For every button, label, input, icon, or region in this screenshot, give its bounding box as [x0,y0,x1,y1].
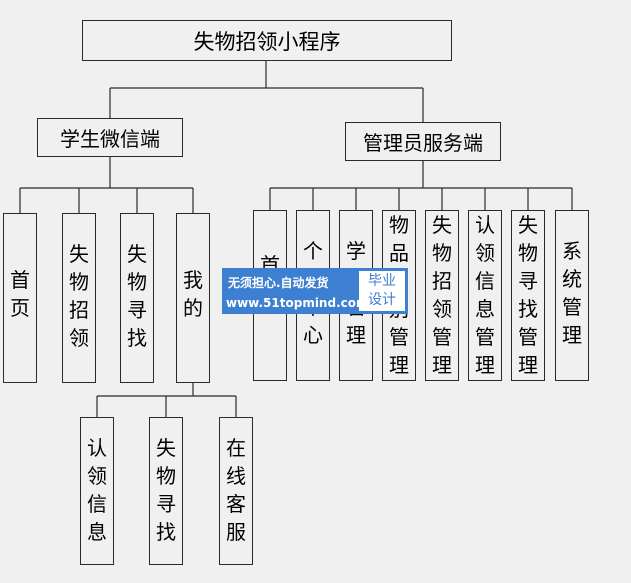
student-node-home: 首页 [3,213,37,383]
watermark-tag: 毕业设计 [359,271,405,311]
student-client-label: 学生微信端 [60,127,160,151]
watermark-banner: 无须担心.自动发货 www.51topmind.com 毕业设计 [222,268,408,314]
student-node-mine: 我的 [176,213,210,383]
mine-node-lost-search: 失物寻找 [149,417,183,565]
watermark-line-2: www.51topmind.com [226,296,369,310]
admin-node-system-management: 系统管理 [555,210,589,381]
mine-node-online-service: 在线客服 [219,417,253,565]
admin-server-node: 管理员服务端 [345,122,501,161]
admin-node-claim-info-management: 认领信息管理 [468,210,502,381]
admin-node-lost-found-management: 失物招领管理 [425,210,459,381]
root-node: 失物招领小程序 [82,20,452,61]
student-node-lost-search: 失物寻找 [120,213,154,383]
admin-node-lost-search-management: 失物寻找管理 [511,210,545,381]
mine-node-claim-info: 认领信息 [80,417,114,565]
root-label: 失物招领小程序 [193,29,341,54]
student-node-lost-found: 失物招领 [62,213,96,383]
watermark-line-1: 无须担心.自动发货 [228,276,329,290]
admin-server-label: 管理员服务端 [363,131,483,155]
student-client-node: 学生微信端 [37,118,183,157]
